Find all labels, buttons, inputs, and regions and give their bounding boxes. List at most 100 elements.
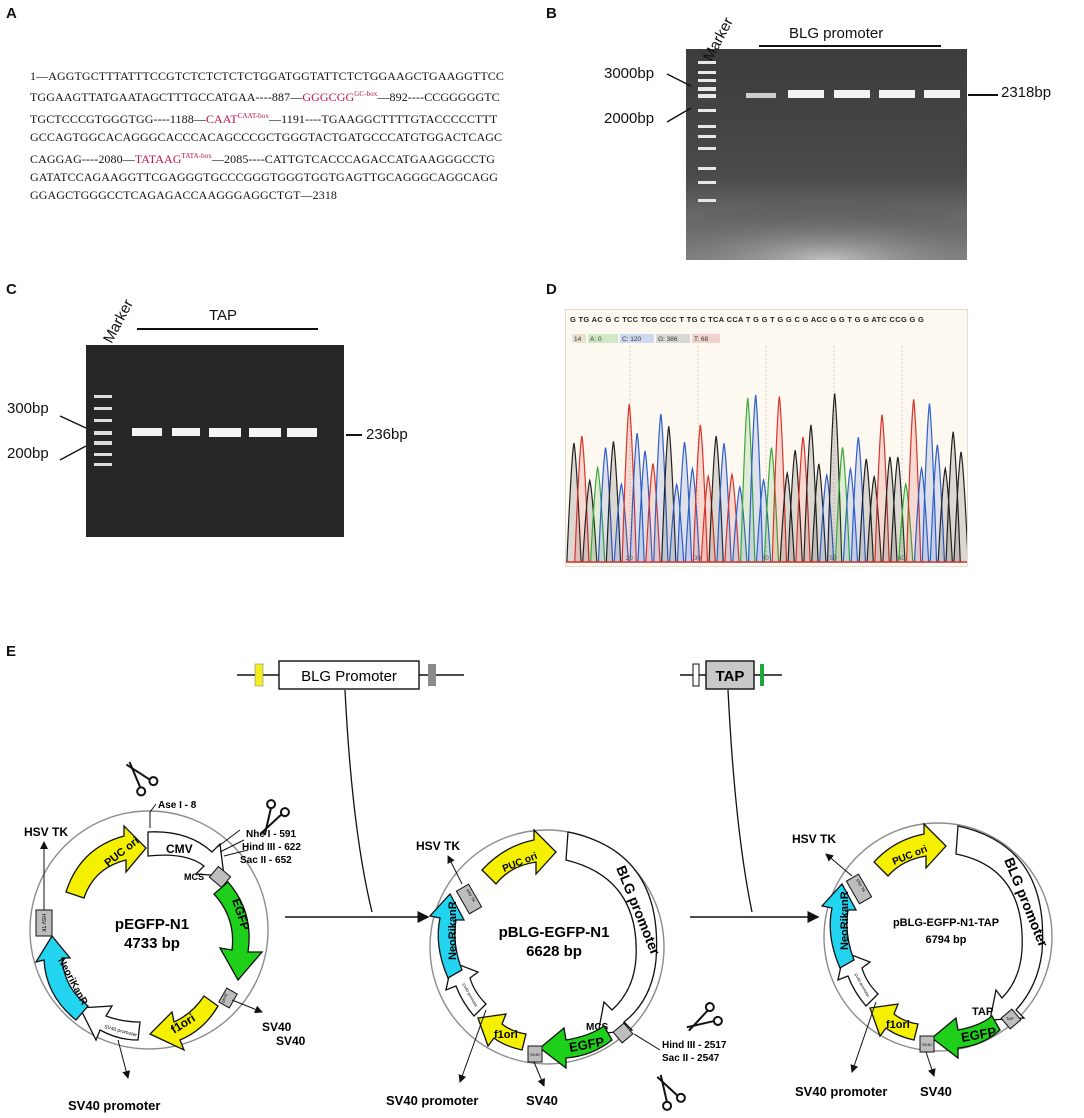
puc-ori-arrow bbox=[481, 828, 557, 885]
sv40-label: SV40 bbox=[526, 1093, 558, 1108]
sequence-text: GCCAGTGGCACAGGGCACCCACAGCCCGCTGGGTACTGAT… bbox=[30, 130, 503, 145]
hsv-tk-box-label: HSV TK bbox=[465, 888, 477, 903]
sequence-text: 1—AGGTGCTTTATTTCCGTCTCTCTCTCTGGATGGTATTC… bbox=[30, 69, 504, 83]
trace-peak bbox=[653, 413, 669, 563]
sv40-promoter-label: SV40 promoter bbox=[68, 1098, 160, 1113]
hind-site-label: Hind III - 2517 bbox=[662, 1040, 727, 1051]
panel-b-label: B bbox=[546, 5, 557, 22]
gel-b bbox=[686, 49, 967, 260]
trace-peak bbox=[574, 435, 590, 563]
sv40-promoter-label: SV40 promoter bbox=[795, 1084, 887, 1099]
stat-pos: 14 bbox=[574, 336, 582, 343]
plasmid-1-size: 4733 bp bbox=[124, 935, 180, 952]
hsv-tk-box-label: HSV TK bbox=[855, 878, 867, 893]
panel-a-label: A bbox=[6, 5, 17, 22]
gel-c-ladder-200: 200bp bbox=[7, 445, 49, 462]
f1ori-arrow bbox=[148, 995, 219, 1052]
gel-b-band-line bbox=[968, 94, 998, 96]
sv40-promoter-pointer bbox=[458, 1009, 487, 1083]
scissors-icon bbox=[260, 799, 290, 836]
neo-kan-arrow bbox=[428, 892, 466, 979]
trace-peak bbox=[645, 463, 661, 563]
insert-blg-curve bbox=[344, 689, 373, 913]
sequence-motif-label: TATA-box bbox=[181, 151, 212, 160]
trace-peak bbox=[882, 456, 898, 563]
plasmid-pblg-egfp-n1-tap: PUC ori BLG promoter TAP TAP EGFP SV40 f… bbox=[792, 822, 1053, 1099]
hsv-tk-label: HSV TK bbox=[416, 839, 460, 853]
tick-label: 30 bbox=[694, 556, 701, 562]
egfp-label: EGFP bbox=[960, 1024, 998, 1045]
gel-b-ladder-ticks bbox=[666, 73, 692, 123]
trace-peak bbox=[668, 482, 685, 563]
tick-label: 20 bbox=[626, 556, 633, 562]
base-calls: G TG AC G C TCC TCG CCC T TG C TCA CCA T… bbox=[570, 315, 924, 324]
insert-tap: TAP bbox=[680, 660, 782, 690]
gel-c-group-label: TAP bbox=[209, 307, 238, 324]
neo-kan-label: NeoRikanR bbox=[839, 891, 851, 950]
bands-b bbox=[746, 90, 960, 98]
sequence-line: TGCTCCCGTGGGTGG----1188—CAATCAAT-box—119… bbox=[30, 107, 497, 128]
hsv-tk-pointer bbox=[825, 853, 853, 877]
sequence-text: CAGGAG----2080— bbox=[30, 151, 135, 166]
trace-peak bbox=[953, 451, 969, 563]
nhe-site-label: Nhe I - 591 bbox=[246, 829, 296, 840]
sac-site-label: Sac II - 2547 bbox=[662, 1053, 720, 1064]
hsv-tk-box bbox=[845, 873, 873, 905]
trace-peak bbox=[763, 447, 780, 563]
trace-peak bbox=[700, 474, 716, 563]
sv40-promoter-pointer bbox=[850, 1001, 877, 1073]
trace-peak bbox=[597, 447, 614, 563]
sequence-text: —1191----TGAAGGCTTTTGTACCCCCTTT bbox=[268, 111, 498, 126]
insert-blg-label: BLG Promoter bbox=[301, 668, 397, 685]
trace-peak bbox=[708, 435, 724, 563]
trace-peak bbox=[637, 450, 653, 563]
trace-peak bbox=[724, 472, 740, 563]
nhe-pointer bbox=[215, 829, 241, 849]
gel-c-marker-label: Marker bbox=[100, 296, 137, 346]
hsv-tk-box-label: HSV TK bbox=[40, 914, 46, 933]
sequence-motif: CAATCAAT-box bbox=[205, 111, 269, 126]
sv40-label-b: SV40 bbox=[276, 1034, 306, 1048]
sv40-pointer bbox=[231, 999, 263, 1014]
trace-peak bbox=[589, 465, 606, 563]
sequence-line: 1—AGGTGCTTTATTTCCGTCTCTCTCTCTGGATGGTATTC… bbox=[30, 67, 504, 85]
insert-tap-curve bbox=[727, 689, 753, 913]
ladder-b bbox=[698, 61, 716, 202]
sv40-promoter-label: SV40 promoter bbox=[386, 1093, 478, 1108]
gel-b-band-size: 2318bp bbox=[1001, 84, 1052, 101]
f1ori-arrow bbox=[869, 1003, 919, 1041]
tap-label: TAP bbox=[972, 1006, 993, 1018]
sequence-text: TGCTCCCGTGGGTGG----1188— bbox=[30, 111, 206, 126]
scissors-icon bbox=[125, 761, 159, 797]
insert-blg-promoter: BLG Promoter bbox=[237, 660, 464, 690]
gel-c bbox=[86, 345, 344, 537]
sequence-text: —892----CCGGGGGTC bbox=[377, 90, 500, 105]
tap-box bbox=[1000, 1008, 1022, 1030]
sv40-label: SV40 bbox=[920, 1084, 952, 1099]
sequence-line: GATATCCAGAAGGTTCGAGGGTGCCCGGGTGGGTGGTGAG… bbox=[30, 168, 498, 186]
hind-pointer bbox=[633, 1033, 661, 1051]
gel-c-group-bar bbox=[137, 328, 318, 330]
puc-ori-arrow bbox=[873, 822, 947, 877]
stat-c: C: 120 bbox=[622, 336, 642, 343]
trace-peak bbox=[582, 478, 598, 563]
mcs-label: MCS bbox=[184, 872, 204, 882]
sv40-pointer bbox=[533, 1061, 545, 1087]
neo-kan-arrow bbox=[820, 882, 858, 969]
plasmid-1-name: pEGFP-N1 bbox=[115, 916, 189, 933]
insert-tap-label: TAP bbox=[716, 668, 745, 685]
sv40-promoter-arrow bbox=[837, 951, 879, 1007]
sequence-motif: TATAAGTATA-box bbox=[134, 151, 212, 166]
sv40-box-label: SV40 bbox=[922, 1042, 933, 1047]
hsv-tk-pointer bbox=[447, 855, 463, 885]
f1ori-label: f1ori bbox=[494, 1029, 518, 1041]
scissors-icon bbox=[686, 1002, 723, 1032]
sv40-box-label: SV40 bbox=[530, 1052, 541, 1057]
tick-label: 50 bbox=[830, 556, 837, 562]
trace-peak bbox=[755, 477, 772, 563]
trace-peak bbox=[732, 485, 748, 563]
egfp-arrow bbox=[538, 1025, 613, 1070]
mcs-label: MCS bbox=[586, 1022, 609, 1033]
gel-b-ladder-2000: 2000bp bbox=[604, 110, 655, 127]
